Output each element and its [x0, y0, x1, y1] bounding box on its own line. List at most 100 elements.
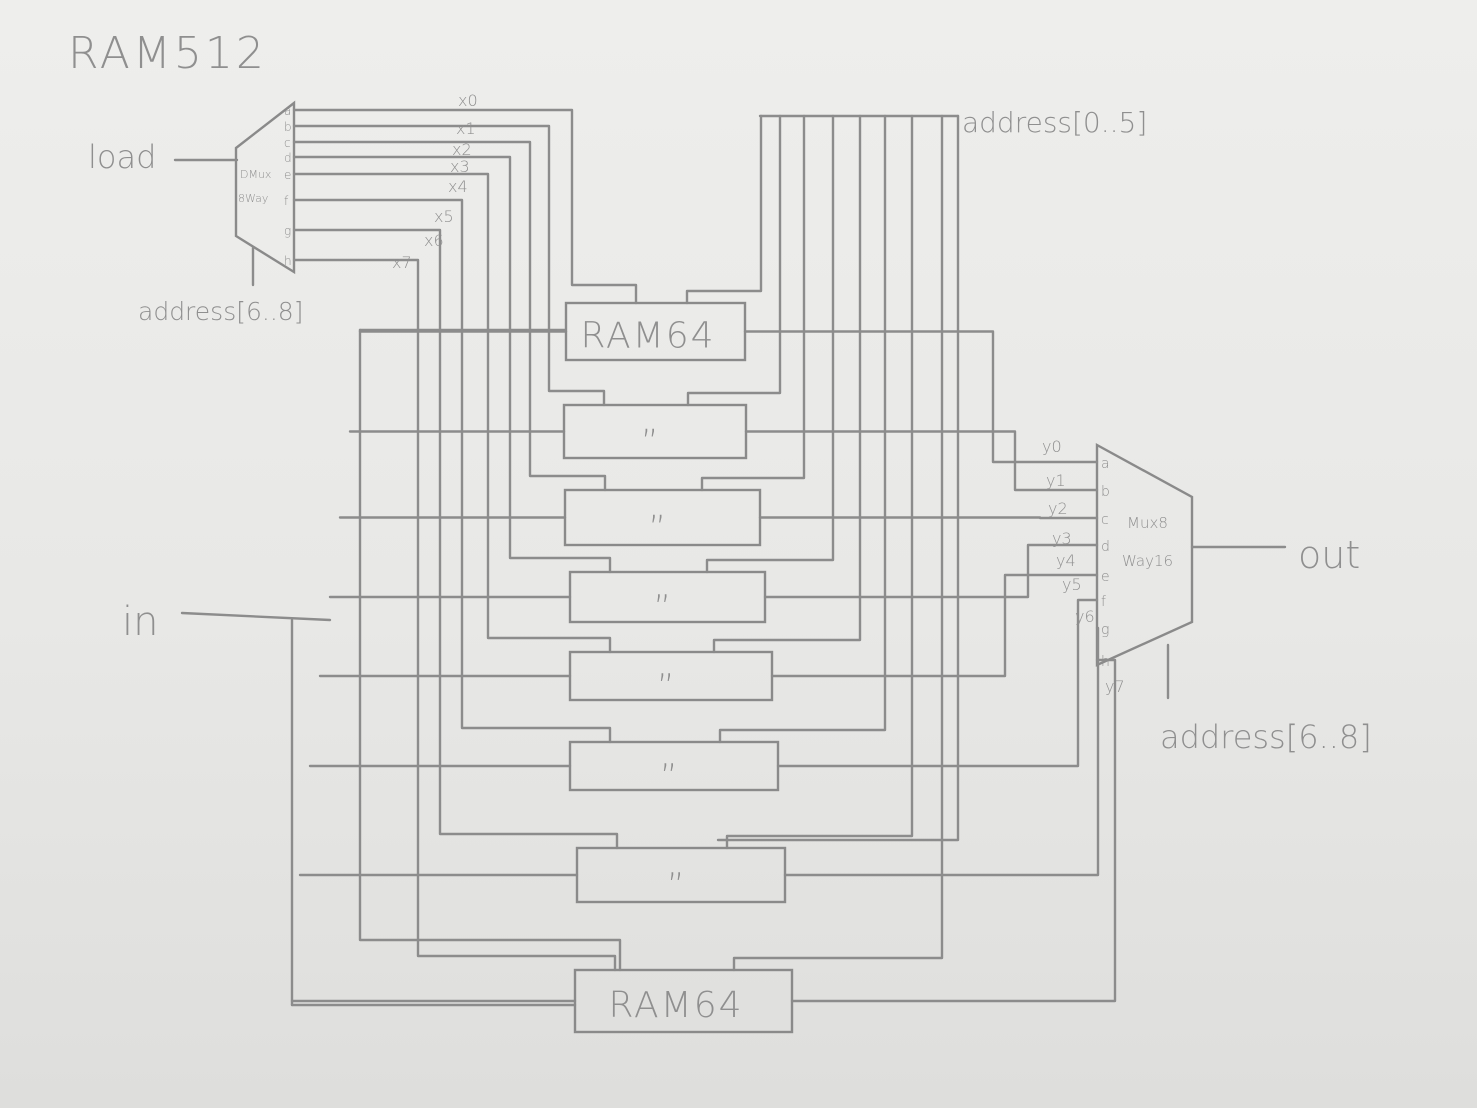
dmux-output-label: x7 — [392, 253, 412, 272]
ram64-stack: RAM64 ” ” ” ” ” ” RAM64 — [562, 301, 794, 1034]
mux-body — [1095, 442, 1194, 667]
in-bus-left — [358, 328, 622, 972]
mux-input-label: y5 — [1062, 575, 1082, 594]
out-wire-0 — [743, 330, 1099, 464]
dmux-output-label: x5 — [434, 207, 454, 226]
mux-name-line2: Way16 — [1122, 552, 1173, 570]
dmux-output-label: x6 — [424, 231, 444, 250]
ram64-block: ” — [568, 650, 774, 707]
dmux-port-letter: b — [284, 120, 292, 134]
ram64-block: ” — [575, 846, 787, 906]
out-wire-7 — [790, 658, 1117, 1003]
load-wire-7 — [292, 258, 617, 972]
diagram-title: RAM512 — [68, 28, 267, 79]
load-wire-2 — [292, 140, 607, 492]
ram64-block: ” — [563, 488, 762, 549]
wiring — [290, 108, 1117, 1007]
mux-input-label: y4 — [1056, 551, 1076, 570]
load-wire-4 — [292, 172, 612, 654]
out-wire-6 — [783, 626, 1100, 877]
address-wire-7 — [732, 114, 944, 972]
dmux-port-letter: f — [284, 194, 289, 208]
dmux-port-letter: g — [284, 224, 291, 238]
dmux-output-label: x0 — [458, 91, 478, 110]
ram64-ditto-mark: ” — [660, 757, 678, 797]
ram64-block: ” — [568, 740, 780, 797]
mux-port-letter: a — [1101, 456, 1110, 472]
dmux-output-label: x3 — [450, 157, 470, 176]
mux-port-letter: h — [1101, 654, 1110, 670]
address-wire-3 — [705, 114, 835, 574]
address-wire-6 — [725, 114, 914, 850]
dmux-select-label: address[6..8] — [138, 297, 303, 326]
in-wire — [180, 611, 332, 622]
out-wire-1 — [744, 430, 1099, 492]
ram64-box — [575, 846, 787, 904]
address-wire-2 — [700, 114, 806, 492]
dmux-name-line2: 8Way — [238, 192, 268, 205]
dmux-port-letter: d — [284, 151, 292, 165]
out-wire-5 — [776, 598, 1099, 768]
load-wire-1 — [292, 124, 606, 407]
ram64-block: RAM64 — [573, 968, 794, 1034]
load-label: load — [88, 138, 156, 176]
mux-select-label: address[6..8] — [1160, 718, 1372, 756]
dmux-output-label: x4 — [448, 177, 468, 196]
ram64-block: ” — [568, 570, 767, 628]
ram64-box — [564, 301, 747, 362]
ram64-label: RAM64 — [609, 985, 744, 1026]
mux-input-label: y1 — [1046, 471, 1066, 490]
mux-name-line1: Mux8 — [1127, 514, 1168, 532]
ram64-ditto-mark: ” — [641, 423, 659, 463]
mux-input-label: y6 — [1075, 607, 1095, 626]
mux-input-label: y3 — [1052, 529, 1072, 548]
address-bus-label: address[0..5] — [962, 106, 1147, 139]
ram64-ditto-mark: ” — [657, 667, 675, 707]
address-wire-0 — [685, 114, 763, 305]
mux-port-letter: d — [1101, 539, 1110, 555]
dmux-output-label: x1 — [456, 119, 476, 138]
dmux-port-letter: h — [284, 254, 292, 268]
ram64-box — [568, 570, 767, 624]
ram64-box — [573, 968, 794, 1034]
mux-input-label: y0 — [1042, 437, 1062, 456]
ram64-box — [568, 740, 780, 792]
ram64-label: RAM64 — [581, 316, 716, 357]
mux-input-label: y7 — [1105, 677, 1125, 696]
dmux-port-letter: e — [284, 168, 291, 182]
dmux-port-letter: a — [284, 104, 291, 118]
out-label: out — [1298, 533, 1360, 577]
load-wire-5 — [292, 198, 612, 744]
ram64-ditto-mark: ” — [649, 509, 667, 549]
mux-port-letter: g — [1101, 622, 1109, 638]
ram64-ditto-mark: ” — [654, 588, 672, 628]
address-wire-1 — [686, 114, 782, 407]
in-label: in — [122, 599, 158, 645]
ram64-box — [563, 488, 762, 547]
address-wire-4 — [712, 114, 862, 654]
mux-port-letter: c — [1101, 512, 1109, 528]
ram64-block: ” — [562, 403, 748, 463]
dmux-body — [234, 100, 296, 275]
out-wire-2 — [758, 516, 1099, 520]
mux-port-letter: e — [1101, 569, 1110, 585]
address-wire-extra — [716, 114, 960, 842]
ram64-ditto-mark: ” — [667, 866, 685, 906]
load-wire-0 — [292, 108, 638, 305]
dmux-output-label: x2 — [452, 140, 472, 159]
address-wire-5 — [718, 114, 887, 744]
out-wire-3 — [763, 543, 1099, 599]
mux-input-label: y2 — [1048, 499, 1068, 518]
mux-port-letter: b — [1101, 484, 1110, 500]
ram64-box — [568, 650, 774, 702]
mux-input-labels: y0 y1 y2 y3 y4 y5 y6 y7 — [1042, 437, 1125, 696]
ram64-box — [562, 403, 748, 460]
ram64-block: RAM64 — [564, 301, 747, 362]
dmux-name-line1: DMux — [240, 168, 271, 181]
load-wire-3 — [292, 155, 612, 574]
